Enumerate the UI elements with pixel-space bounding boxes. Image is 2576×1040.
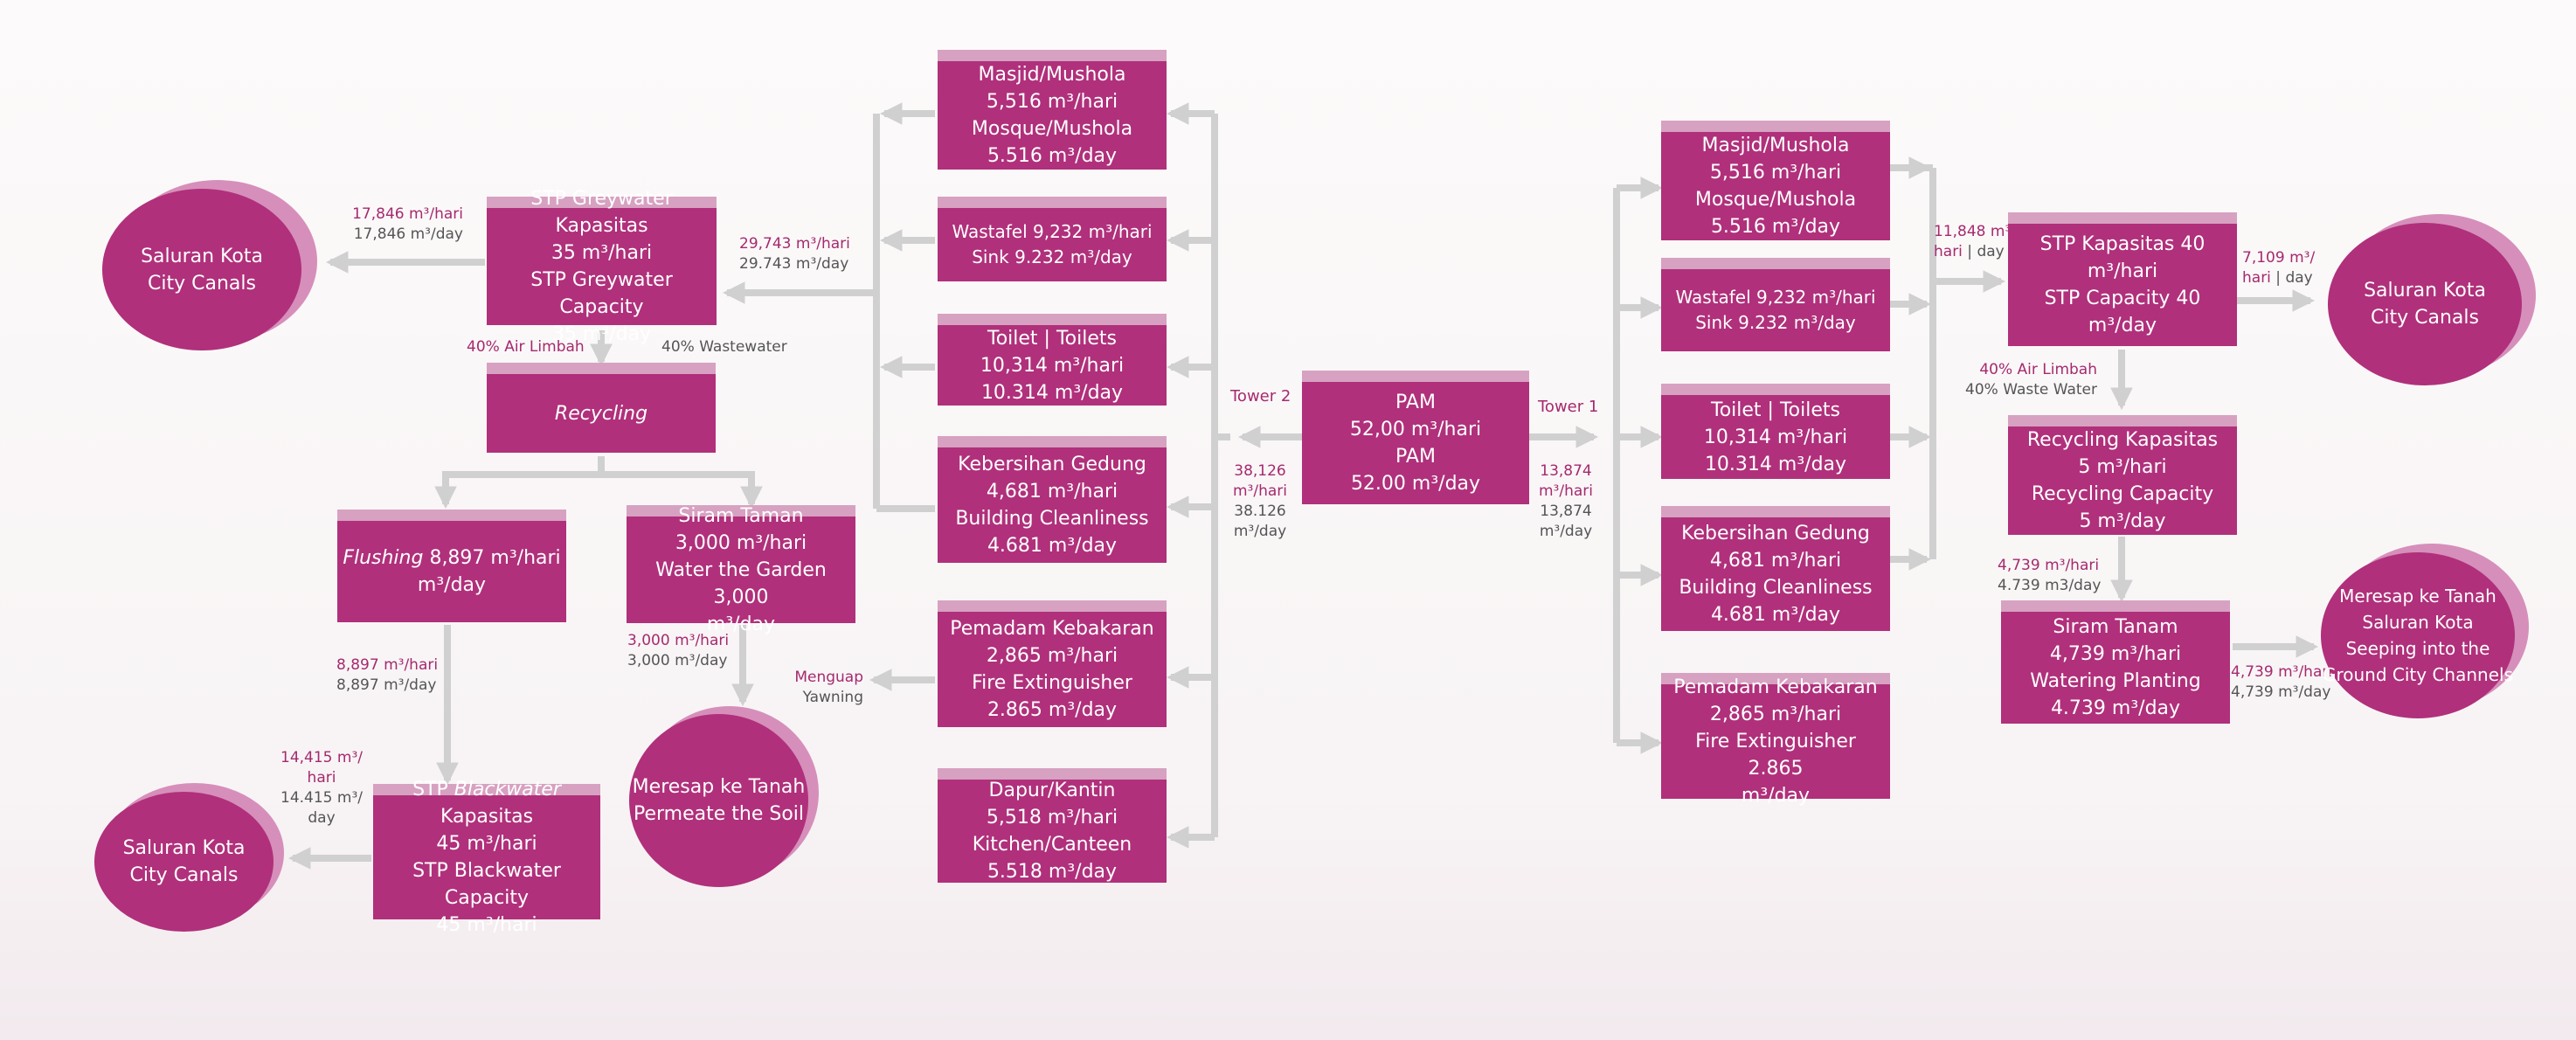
arrow-recycling-siram (601, 471, 763, 510)
black-flow-label: 14,415 m³/hari 14.415 m³/day (280, 749, 363, 827)
grey-waste-label-id: 40% Air Limbah (467, 338, 585, 356)
t1-stp-flow-label: 11,848 m³/ hari | day (1934, 223, 2016, 260)
flushing-box: Flushing 8,897 m³/hari m³/day (337, 521, 566, 622)
recycling-box: Recycling (487, 374, 716, 453)
tower-2-label: Tower 2 (1230, 387, 1291, 406)
tower-1-label: Tower 1 (1538, 398, 1599, 416)
arrow-recycling-split (434, 456, 605, 510)
grey-waste-label-en: 40% Wastewater (661, 338, 787, 356)
tower2-bus (1211, 114, 1230, 837)
t1-canal-flow-label: 7,109 m³/ hari | day (2242, 249, 2316, 287)
